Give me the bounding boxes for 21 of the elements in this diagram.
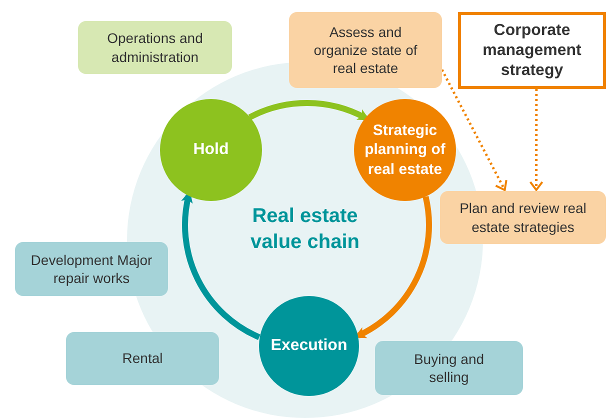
- box-text: Operations and administration: [106, 29, 204, 66]
- strategy-box: [458, 12, 606, 89]
- box-text: Buying and selling: [412, 350, 486, 386]
- task-box: [289, 12, 442, 88]
- box-text: Plan and review real estate strategies: [458, 199, 588, 236]
- dotted-arrow: [440, 69, 508, 191]
- stage-label: Strategic planning of real estate: [364, 120, 446, 180]
- box-text: Corporate management strategy: [482, 20, 582, 80]
- task-box: [78, 21, 232, 74]
- task-box: [440, 191, 606, 244]
- cycle-arrow: [248, 100, 370, 121]
- stage-label: Execution: [270, 336, 348, 356]
- task-box: [375, 341, 523, 395]
- task-box: [15, 242, 168, 296]
- box-text: Rental: [122, 349, 163, 368]
- stage-label: Hold: [193, 140, 229, 160]
- box-text: Assess and organize state of real estate: [312, 22, 418, 78]
- center-title: Real estate value chain: [250, 204, 360, 255]
- task-box: [66, 332, 219, 385]
- dotted-arrow: [529, 89, 544, 191]
- box-text: Development Major repair works: [30, 250, 154, 288]
